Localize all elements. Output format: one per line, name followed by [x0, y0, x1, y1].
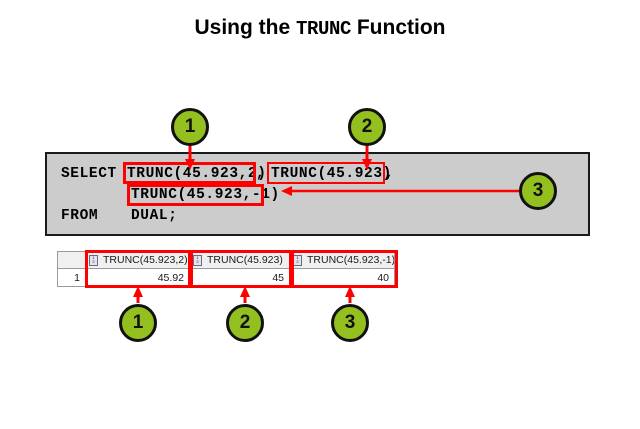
table-row[interactable]: 1 45.92 45 40 [58, 269, 395, 286]
callout-bottom-2: 2 [226, 304, 264, 342]
column-header-3-label: TRUNC(45.923,-1) [307, 254, 395, 266]
sql-keyword-from: FROM [61, 208, 99, 224]
sql-expression-trunc-2-decimals: TRUNC(45.923,2) [127, 166, 267, 182]
sql-expression-trunc-negative-1: TRUNC(45.923,-1) [131, 187, 280, 203]
callout-top-1: 1 [171, 108, 209, 146]
callout-bottom-1: 1 [119, 304, 157, 342]
page-title-function-name: TRUNC [296, 18, 352, 40]
sql-keyword-select: SELECT [61, 166, 117, 182]
page-title-suffix: Function [351, 16, 446, 39]
callout-bottom-3: 3 [331, 304, 369, 342]
sql-table-dual: DUAL; [131, 208, 178, 224]
result-cell-3: 40 [290, 269, 395, 286]
sql-comma-1: , [256, 166, 266, 182]
callout-top-3: 3 [519, 172, 557, 210]
page-title-prefix: Using the [194, 16, 296, 39]
column-header-1-label: TRUNC(45.923,2) [103, 254, 188, 266]
highlight-box-column-3 [291, 250, 398, 288]
highlight-box-column-2 [190, 250, 292, 288]
sql-comma-2: , [385, 166, 395, 182]
column-header-2-label: TRUNC(45.923) [207, 254, 283, 266]
page-title: Using the TRUNC Function [0, 16, 640, 40]
sql-expression-trunc-no-decimals: TRUNC(45.923) [271, 166, 392, 182]
callout-top-2: 2 [348, 108, 386, 146]
